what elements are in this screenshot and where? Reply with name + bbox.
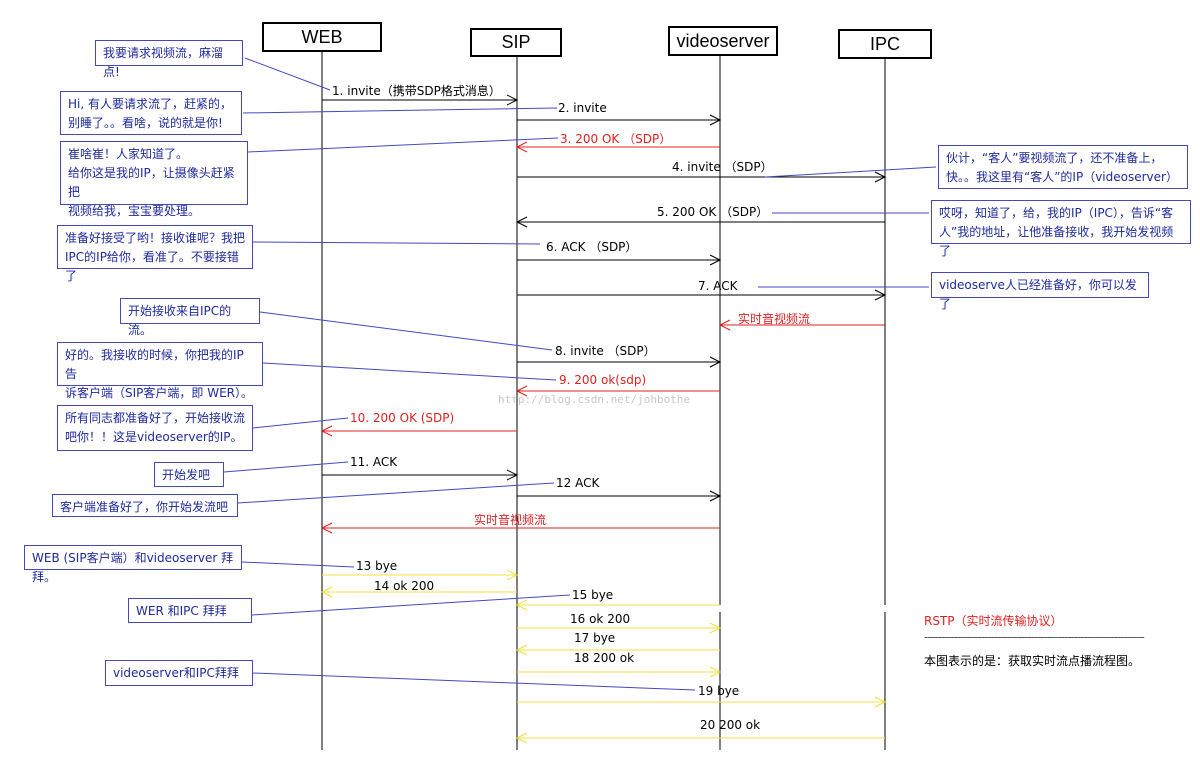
stream-videoserver-to-web-label: 实时音视频流 <box>474 513 547 527</box>
participant-sip: SIP <box>470 28 562 57</box>
note-left-4: 准备好接受了哟！接收谁呢？我把 IPC的IP给你，看准了。不要接错了 <box>57 225 253 283</box>
message-12-arrow-head <box>709 490 722 502</box>
note-connector-3 <box>247 137 559 153</box>
message-17-label: 17 bye <box>574 631 616 645</box>
note-left-11: WER 和IPC 拜拜 <box>128 598 252 623</box>
message-16-label: 16 ok 200 <box>570 612 631 626</box>
message-13-arrow-head <box>506 569 519 581</box>
message-1-label: 1. invite（携带SDP格式消息） <box>332 84 501 98</box>
message-14-arrow-head <box>320 586 333 598</box>
note-connector-10 <box>241 561 355 568</box>
note-connector-4 <box>252 241 541 245</box>
message-9-arrow-head <box>515 385 528 397</box>
message-3-label: 3. 200 OK （SDP） <box>560 132 672 146</box>
legend-caption: 本图表示的是：获取实时流点播流程图。 <box>924 654 1141 668</box>
note-connector-2 <box>242 107 558 114</box>
message-7-label: 7. ACK <box>698 279 738 293</box>
note-connector-5 <box>259 311 553 351</box>
message-20-arrow-head <box>515 732 528 744</box>
message-4-arrow-head <box>874 171 887 183</box>
note-left-10: WEB (SIP客户端）和videoserver 拜拜。 <box>24 545 242 584</box>
watermark: http://blog.csdn.net/johbothe <box>498 393 691 406</box>
note-left-1: 我要请求视频流，麻溜点! <box>95 40 243 79</box>
message-20-label: 20 200 ok <box>700 718 761 732</box>
note-left-2: Hi, 有人要请求流了，赶紧的， 别睡了。。看啥，说的就是你! <box>60 91 242 135</box>
note-connector-11 <box>251 594 571 616</box>
message-18-arrow-head <box>709 666 722 678</box>
message-10-arrow-head <box>320 425 333 437</box>
note-left-6: 好的。我接收的时候，你把我的IP告 诉客户端（SIP客户端，即 WER）。 <box>57 342 263 400</box>
message-5-label: 5. 200 OK （SDP） <box>657 205 769 219</box>
message-11-arrow-head <box>506 469 519 481</box>
note-connector-7 <box>252 417 349 429</box>
message-15-arrow-head <box>515 599 528 611</box>
stream-ipc-to-videoserver-label: 实时音视频流 <box>738 312 811 326</box>
message-12-label: 12 ACK <box>556 476 600 490</box>
note-left-5: 开始接收来自IPC的流。 <box>120 298 260 337</box>
note-right-2: 哎呀，知道了，给，我的IP（IPC），告诉“客 人”我的地址，让他准备接收，我开… <box>931 200 1191 258</box>
message-6-arrow-head <box>709 254 722 266</box>
note-left-9: 客户端准备好了，你开始发流吧 <box>52 494 238 517</box>
message-1-arrow-head <box>506 94 519 106</box>
message-5-arrow-head <box>515 216 528 228</box>
note-connector-9 <box>237 482 555 504</box>
stream-ipc-to-videoserver-arrow-head <box>718 319 731 331</box>
note-connector-13 <box>764 166 937 178</box>
legend-title: RSTP（实时流传输协议） <box>924 614 1063 628</box>
note-connector-6 <box>262 362 557 381</box>
message-3-arrow-head <box>515 141 528 153</box>
message-8-arrow-head <box>709 356 722 368</box>
message-8-label: 8. invite （SDP） <box>555 344 656 358</box>
participant-web: WEB <box>262 22 382 52</box>
message-9-label: 9. 200 ok(sdp) <box>559 373 647 387</box>
message-19-label: 19 bye <box>698 684 740 698</box>
message-2-label: 2. invite <box>558 101 607 115</box>
note-connector-8 <box>223 461 349 473</box>
message-15-label: 15 bye <box>572 588 614 602</box>
note-right-3: videoserve人已经准备好，你可以发了 <box>931 272 1149 311</box>
message-14-label: 14 ok 200 <box>374 579 435 593</box>
note-left-8: 开始发吧 <box>154 462 224 487</box>
message-4-label: 4. invite （SDP） <box>672 160 773 174</box>
stream-videoserver-to-web-arrow-head <box>320 522 333 534</box>
message-18-label: 18 200 ok <box>574 651 635 665</box>
message-17-arrow-head <box>515 644 528 656</box>
note-left-3: 崔啥崔！人家知道了。 给你这是我的IP，让摄像头赶紧把 视频给我，宝宝要处理。 <box>60 141 248 218</box>
message-7-arrow-head <box>874 289 887 301</box>
legend-divider: ----------------------------------------… <box>924 630 1145 644</box>
message-11-label: 11. ACK <box>350 455 398 469</box>
participant-ipc: IPC <box>838 29 932 59</box>
message-19-arrow-head <box>874 696 887 708</box>
note-left-12: videoserver和IPC拜拜 <box>105 660 253 686</box>
message-6-label: 6. ACK （SDP） <box>546 240 638 254</box>
note-right-1: 伙计，“客人”要视频流了，还不准备上， 快。。我这里有“客人”的IP（video… <box>938 145 1188 189</box>
message-16-arrow-head <box>709 622 722 634</box>
note-connector-1 <box>244 57 331 91</box>
message-10-label: 10. 200 OK (SDP) <box>350 411 455 425</box>
note-connector-12 <box>252 672 696 691</box>
participant-videoserver: videoserver <box>668 26 778 56</box>
message-13-label: 13 bye <box>356 559 398 573</box>
note-left-7: 所有同志都准备好了，开始接收流 吧你！！这是videoserver的IP。 <box>57 405 253 451</box>
message-2-arrow-head <box>709 114 722 126</box>
